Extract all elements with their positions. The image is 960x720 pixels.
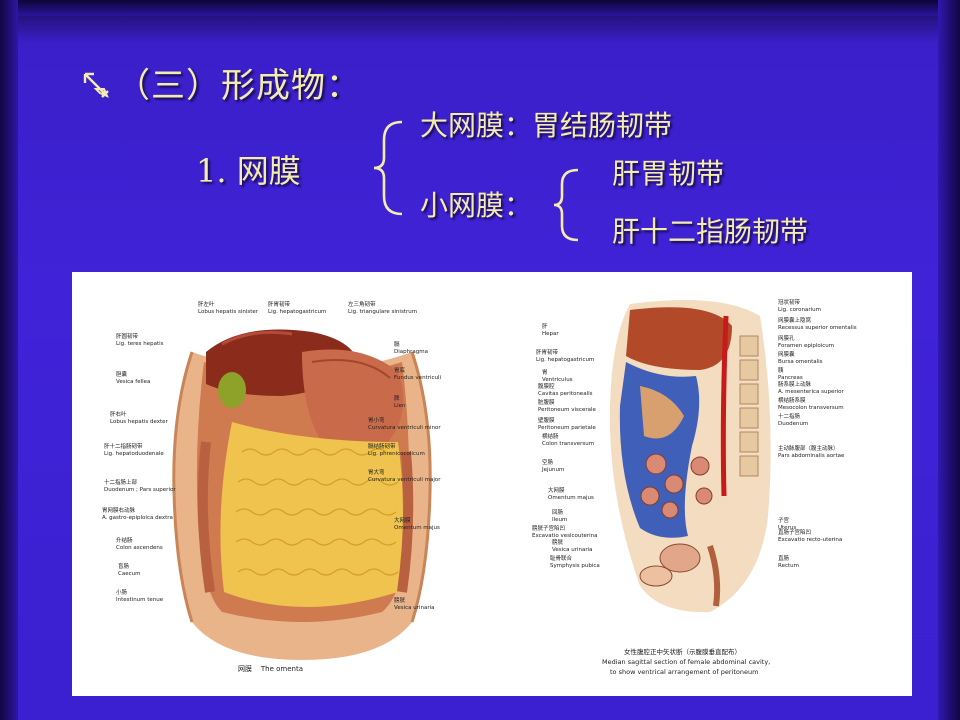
- hepatogastric-ligament-text: 肝胃韧带: [612, 157, 725, 190]
- item-omentum: 1. 网膜: [196, 152, 301, 190]
- left-fig-caption: 网膜 The omenta: [238, 665, 304, 673]
- pencil-bullet-icon: [82, 68, 110, 98]
- sagittal-section-illustration: [609, 300, 771, 613]
- left-brace: [373, 120, 403, 216]
- omenta-illustration: [172, 329, 432, 660]
- slide-left-frame: [0, 0, 18, 720]
- right-fig-right-label-9: 主动脉腹部（腹主动脉）Pars abdominalis aortae: [778, 446, 845, 459]
- lesser-omentum-text: 小网膜：: [420, 189, 533, 222]
- greater-omentum-text: 大网膜：胃结肠韧带: [420, 109, 673, 142]
- right-fig-caption-en-2: to show ventrical arrangement of periton…: [610, 668, 759, 676]
- slide-top-frame: [0, 0, 960, 16]
- slide-title-text: （三）形成物：: [116, 66, 361, 106]
- right-brace: [553, 168, 579, 242]
- right-fig-caption-cn: 女性腹腔正中矢状断（示腹膜垂直配布）: [624, 648, 741, 656]
- slide-title: （三）形成物：: [82, 58, 361, 107]
- right-fig-caption-en-1: Median sagittal section of female abdomi…: [602, 658, 771, 666]
- hepatoduodenal-ligament-text: 肝十二指肠韧带: [612, 215, 809, 248]
- slide-right-frame: [938, 0, 960, 720]
